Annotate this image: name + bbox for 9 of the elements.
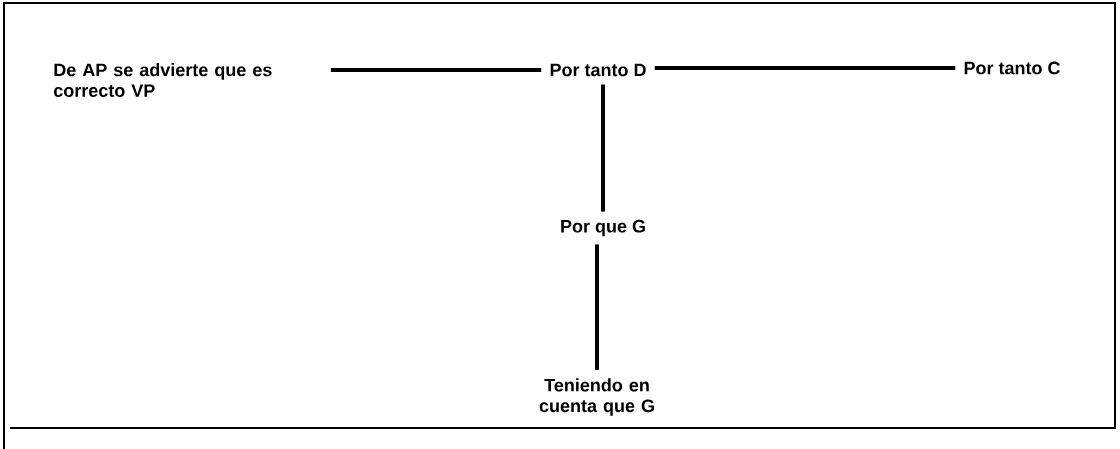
statement-text: De AP se advierte que es correcto VP bbox=[54, 63, 272, 97]
connector-line bbox=[330, 68, 542, 72]
statement-text: Teniendo en cuenta que G bbox=[539, 378, 654, 416]
statement-text: Por tanto D bbox=[550, 63, 646, 77]
statement-text: Por tanto C bbox=[964, 61, 1060, 75]
statement-text: Por que G bbox=[561, 219, 645, 237]
connector-line bbox=[654, 66, 956, 70]
connector-line bbox=[595, 244, 599, 370]
connector-line bbox=[601, 84, 605, 212]
